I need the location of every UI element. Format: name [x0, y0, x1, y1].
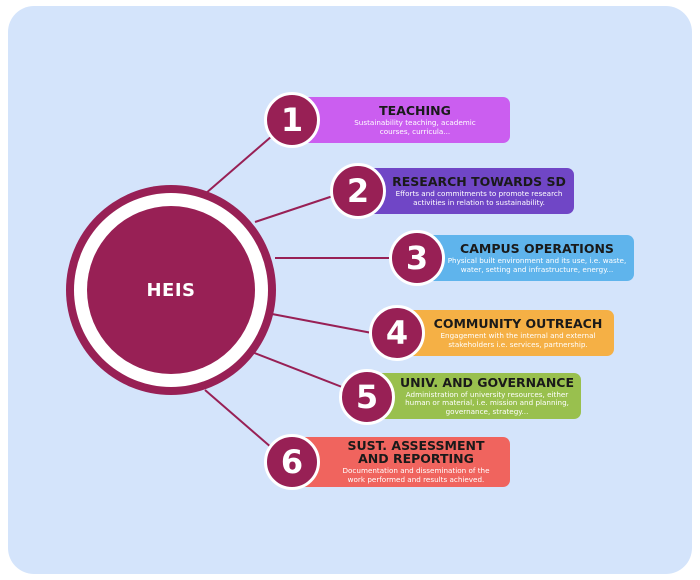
card-description: Documentation and dissemination of the w… — [342, 466, 490, 484]
number-badge-6: 6 — [264, 434, 320, 490]
number-badge-5: 5 — [339, 369, 395, 425]
card-description: Sustainability teaching, academic course… — [354, 117, 476, 136]
connector-4 — [271, 313, 373, 334]
hub-circle: HEIS — [87, 206, 255, 374]
card-teaching: TEACHING Sustainability teaching, academ… — [298, 97, 510, 143]
connector-5 — [251, 351, 343, 388]
card-title: TEACHING — [379, 102, 451, 118]
card-description: Physical built environment and its use, … — [447, 255, 627, 274]
card-sustainability-assessment: SUST. ASSESSMENT AND REPORTING Documenta… — [298, 437, 510, 487]
card-community-outreach: COMMUNITY OUTREACH Engagement with the i… — [400, 310, 614, 356]
card-title: UNIV. AND GOVERNANCE — [400, 374, 574, 390]
card-description: Engagement with the internal and externa… — [440, 330, 596, 349]
card-title: CAMPUS OPERATIONS — [460, 240, 614, 256]
card-title: RESEARCH TOWARDS SD — [392, 173, 566, 189]
card-governance: UNIV. AND GOVERNANCE Administration of u… — [371, 373, 581, 419]
connector-6 — [204, 389, 273, 449]
card-description: Efforts and commitments to promote resea… — [395, 188, 563, 207]
card-title: COMMUNITY OUTREACH — [433, 315, 603, 331]
card-description: Administration of university resources, … — [405, 389, 569, 416]
number-badge-4: 4 — [369, 305, 425, 361]
connector-1 — [204, 135, 273, 195]
hub-label: HEIS — [146, 279, 196, 301]
card-campus-operations: CAMPUS OPERATIONS Physical built environ… — [418, 235, 634, 281]
number-badge-1: 1 — [264, 92, 320, 148]
connector-2 — [254, 195, 334, 223]
card-title: SUST. ASSESSMENT AND REPORTING — [347, 438, 485, 467]
number-badge-2: 2 — [330, 163, 386, 219]
card-research: RESEARCH TOWARDS SD Efforts and commitme… — [362, 168, 574, 214]
number-badge-3: 3 — [389, 230, 445, 286]
